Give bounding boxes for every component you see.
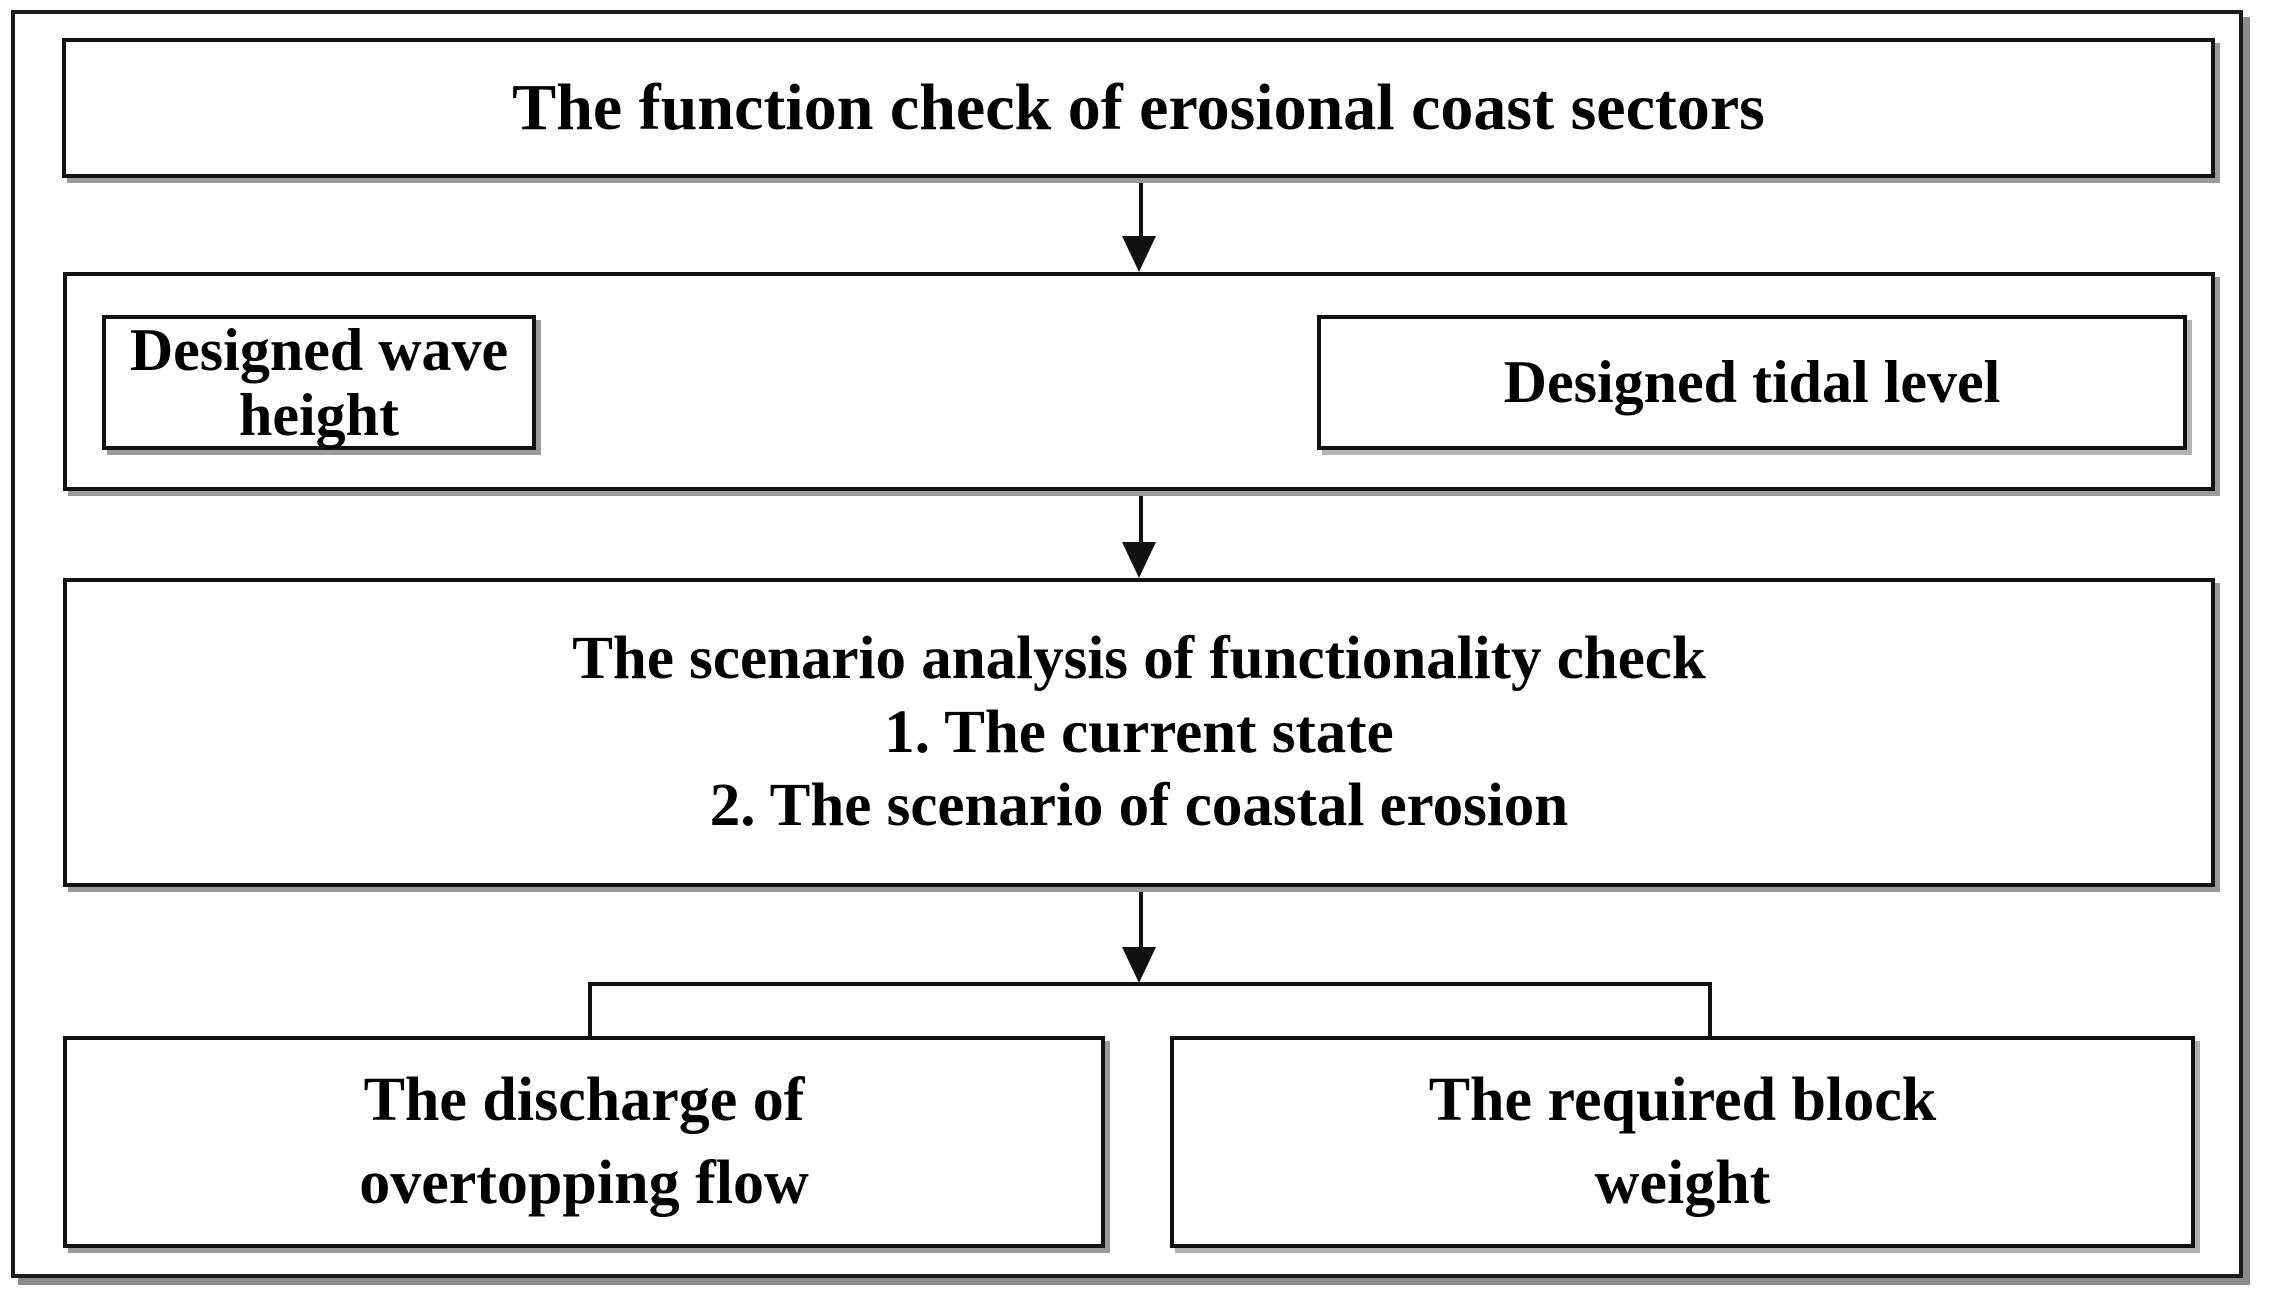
node-scenario-analysis-line-3: 2. The scenario of coastal erosion [709, 772, 1569, 840]
node-scenario-analysis-line-1: The scenario analysis of functionality c… [572, 624, 1706, 692]
connector-scenario-to-outputs-arrowhead [1122, 947, 1156, 983]
connector-title-to-design-arrowhead [1122, 236, 1156, 272]
connector-title-to-design-line [1139, 183, 1143, 239]
node-designed-tidal-level-label: Designed tidal level [1503, 349, 2001, 416]
node-function-check-label: The function check of erosional coast se… [512, 71, 1765, 145]
node-scenario-analysis: The scenario analysis of functionality c… [63, 578, 2215, 887]
node-discharge-overtopping-flow: The discharge of overtopping flow [63, 1036, 1105, 1248]
node-designed-tidal-level: Designed tidal level [1317, 315, 2187, 450]
node-block-weight-line-1: The required block [1428, 1066, 1937, 1135]
connector-scenario-to-outputs-line [1139, 892, 1143, 950]
node-discharge-line-1: The discharge of [363, 1066, 805, 1135]
connector-design-to-scenario-line [1139, 496, 1143, 545]
node-required-block-weight: The required block weight [1170, 1036, 2195, 1248]
node-scenario-analysis-line-2: 1. The current state [884, 698, 1394, 766]
node-designed-wave-height: Designed wave height [102, 315, 536, 450]
node-discharge-line-2: overtopping flow [359, 1149, 809, 1217]
connector-branch-drop-left [588, 982, 592, 1038]
node-block-weight-line-2: weight [1594, 1149, 1771, 1217]
connector-design-to-scenario-arrowhead [1122, 542, 1156, 578]
connector-branch-bar [588, 982, 1712, 986]
node-function-check: The function check of erosional coast se… [62, 38, 2215, 178]
node-designed-wave-height-label: Designed wave height [129, 316, 509, 448]
connector-branch-drop-right [1708, 982, 1712, 1038]
